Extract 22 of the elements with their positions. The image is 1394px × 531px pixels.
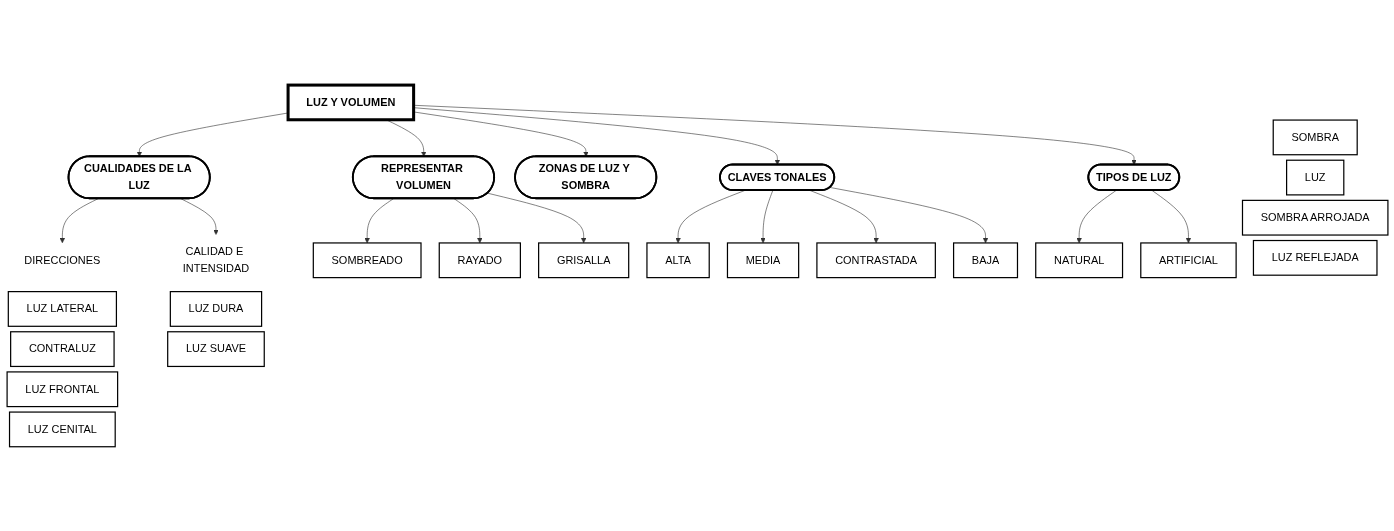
node-box: LUZ Y VOLUMEN	[286, 83, 416, 121]
node-box: GRISALLA	[538, 241, 630, 278]
node-text: CALIDAD E INTENSIDAD	[182, 245, 250, 274]
node-box: RAYADO	[438, 241, 521, 278]
node-box: ARTIFICIAL	[1140, 241, 1237, 278]
node-box: LUZ SUAVE	[167, 330, 265, 367]
node-box: CONTRALUZ	[10, 330, 115, 367]
node-box: LUZ REFLEJADA	[1252, 239, 1378, 276]
node-box: SOMBRA	[1272, 119, 1358, 155]
node-box: LUZ	[1286, 159, 1345, 196]
node-box: CONTRASTADA	[816, 241, 936, 278]
node-box: LUZ LATERAL	[7, 290, 117, 327]
node-box: LUZ DURA	[169, 290, 263, 327]
node-box: SOMBRA ARROJADA	[1241, 199, 1389, 236]
node-box: NATURAL	[1035, 241, 1124, 278]
node-box: LUZ FRONTAL	[6, 370, 119, 407]
node-box: BAJA	[953, 241, 1019, 278]
node-box: ALTA	[646, 241, 710, 278]
node-box: MEDIA	[726, 241, 800, 278]
node-box: LUZ CENITAL	[8, 411, 116, 447]
node-box: SOMBREADO	[312, 241, 422, 278]
node-text: DIRECCIONES	[24, 253, 101, 266]
